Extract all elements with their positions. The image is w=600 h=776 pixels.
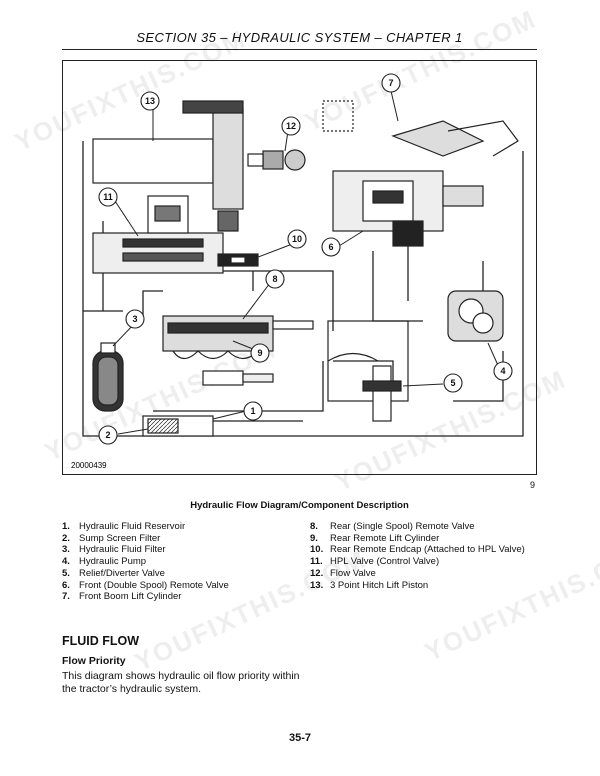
header-rule xyxy=(62,49,537,50)
list-item: 2. Sump Screen Filter xyxy=(62,533,229,545)
item-label: Front (Double Spool) Remote Valve xyxy=(79,579,229,591)
callout-circle xyxy=(287,229,307,249)
item-number: 5. xyxy=(62,567,70,579)
figure-number: 9 xyxy=(530,480,536,490)
figure-id: 20000439 xyxy=(71,461,107,470)
item-label: Flow Valve xyxy=(330,567,376,579)
page-header: SECTION 35 – HYDRAULIC SYSTEM – CHAPTER … xyxy=(136,30,463,45)
callout-label: 11 xyxy=(103,192,113,202)
callout-circle xyxy=(265,269,285,289)
list-item: 10. Rear Remote Endcap (Attached to HPL V… xyxy=(310,544,525,556)
item-label: Hydraulic Pump xyxy=(79,556,147,568)
list-item: 7. Front Boom Lift Cylinder xyxy=(62,591,229,603)
item-number: 7. xyxy=(62,591,70,603)
callout-label: 6 xyxy=(328,242,333,252)
item-label: Hydraulic Fluid Filter xyxy=(79,544,166,556)
callout-label: 3 xyxy=(132,314,137,324)
item-number: 10. xyxy=(310,544,324,556)
item-number: 3. xyxy=(62,544,70,556)
list-item: 5. Relief/Diverter Valve xyxy=(62,568,229,580)
callout-label: 7 xyxy=(388,78,393,88)
callout-circle xyxy=(281,116,301,136)
item-label: HPL Valve (Control Valve) xyxy=(330,556,440,568)
callout-circle xyxy=(493,361,513,381)
body-paragraph: This diagram shows hydraulic oil flow pr… xyxy=(62,670,300,695)
item-label: 3 Point Hitch Lift Piston xyxy=(330,579,429,591)
callout-label: 12 xyxy=(286,121,296,131)
callout-circle xyxy=(321,237,341,257)
component-list-left: 1. Hydraulic Fluid Reservoir 2. Sump Scree… xyxy=(62,521,229,603)
list-item: 3. Hydraulic Fluid Filter xyxy=(62,544,229,556)
page-number: 35-7 xyxy=(288,732,312,744)
callout-label: 4 xyxy=(500,366,505,376)
callout-label: 10 xyxy=(292,234,302,244)
list-item: 8. Rear (Single Spool) Remote Valve xyxy=(310,521,525,533)
item-number: 2. xyxy=(62,532,70,544)
component-list-right: 8. Rear (Single Spool) Remote Valve 9. Rea… xyxy=(310,521,525,591)
item-number: 1. xyxy=(62,521,70,532)
list-item: 6. Front (Double Spool) Remote Valve xyxy=(62,580,229,592)
item-number: 8. xyxy=(310,521,318,532)
callout-circle xyxy=(443,373,463,393)
item-label: Rear Remote Endcap (Attached to HPL Valv… xyxy=(330,544,525,556)
callout-label: 13 xyxy=(145,96,155,106)
item-number: 13. xyxy=(310,579,324,591)
item-label: Hydraulic Fluid Reservoir xyxy=(79,521,186,532)
callout-label: 5 xyxy=(450,378,455,388)
callout-circle xyxy=(98,425,118,445)
callout-circle xyxy=(125,309,145,329)
item-label: Relief/Diverter Valve xyxy=(79,567,165,579)
item-number: 11. xyxy=(310,556,323,568)
callout-label: 1 xyxy=(250,406,255,416)
item-number: 4. xyxy=(62,556,70,568)
figure-caption: Hydraulic Flow Diagram/Component Descrip… xyxy=(190,500,409,511)
list-item: 4. Hydraulic Pump xyxy=(62,556,229,568)
callout-label: 2 xyxy=(105,430,110,440)
item-label: Rear Remote Lift Cylinder xyxy=(330,532,440,544)
item-label: Rear (Single Spool) Remote Valve xyxy=(330,521,475,532)
list-item: 13. 3 Point Hitch Lift Piston xyxy=(310,580,525,592)
list-item: 12. Flow Valve xyxy=(310,568,525,580)
callout-circle xyxy=(243,401,263,421)
callout-label: 9 xyxy=(257,348,262,358)
subsection-title: Flow Priority xyxy=(62,655,126,667)
item-number: 12. xyxy=(310,567,324,579)
list-item: 9. Rear Remote Lift Cylinder xyxy=(310,533,525,545)
callout-circle xyxy=(98,187,118,207)
section-title: FLUID FLOW xyxy=(62,634,140,648)
callout-circle xyxy=(250,343,270,363)
item-label: Sump Screen Filter xyxy=(79,532,161,544)
callout-circle xyxy=(140,91,160,111)
item-number: 9. xyxy=(310,532,318,544)
list-item: 1. Hydraulic Fluid Reservoir xyxy=(62,521,229,533)
list-item: 11. HPL Valve (Control Valve) xyxy=(310,556,525,568)
item-number: 6. xyxy=(62,579,70,591)
callout-circle xyxy=(381,73,401,93)
item-label: Front Boom Lift Cylinder xyxy=(79,591,182,603)
callout-label: 8 xyxy=(272,274,277,284)
